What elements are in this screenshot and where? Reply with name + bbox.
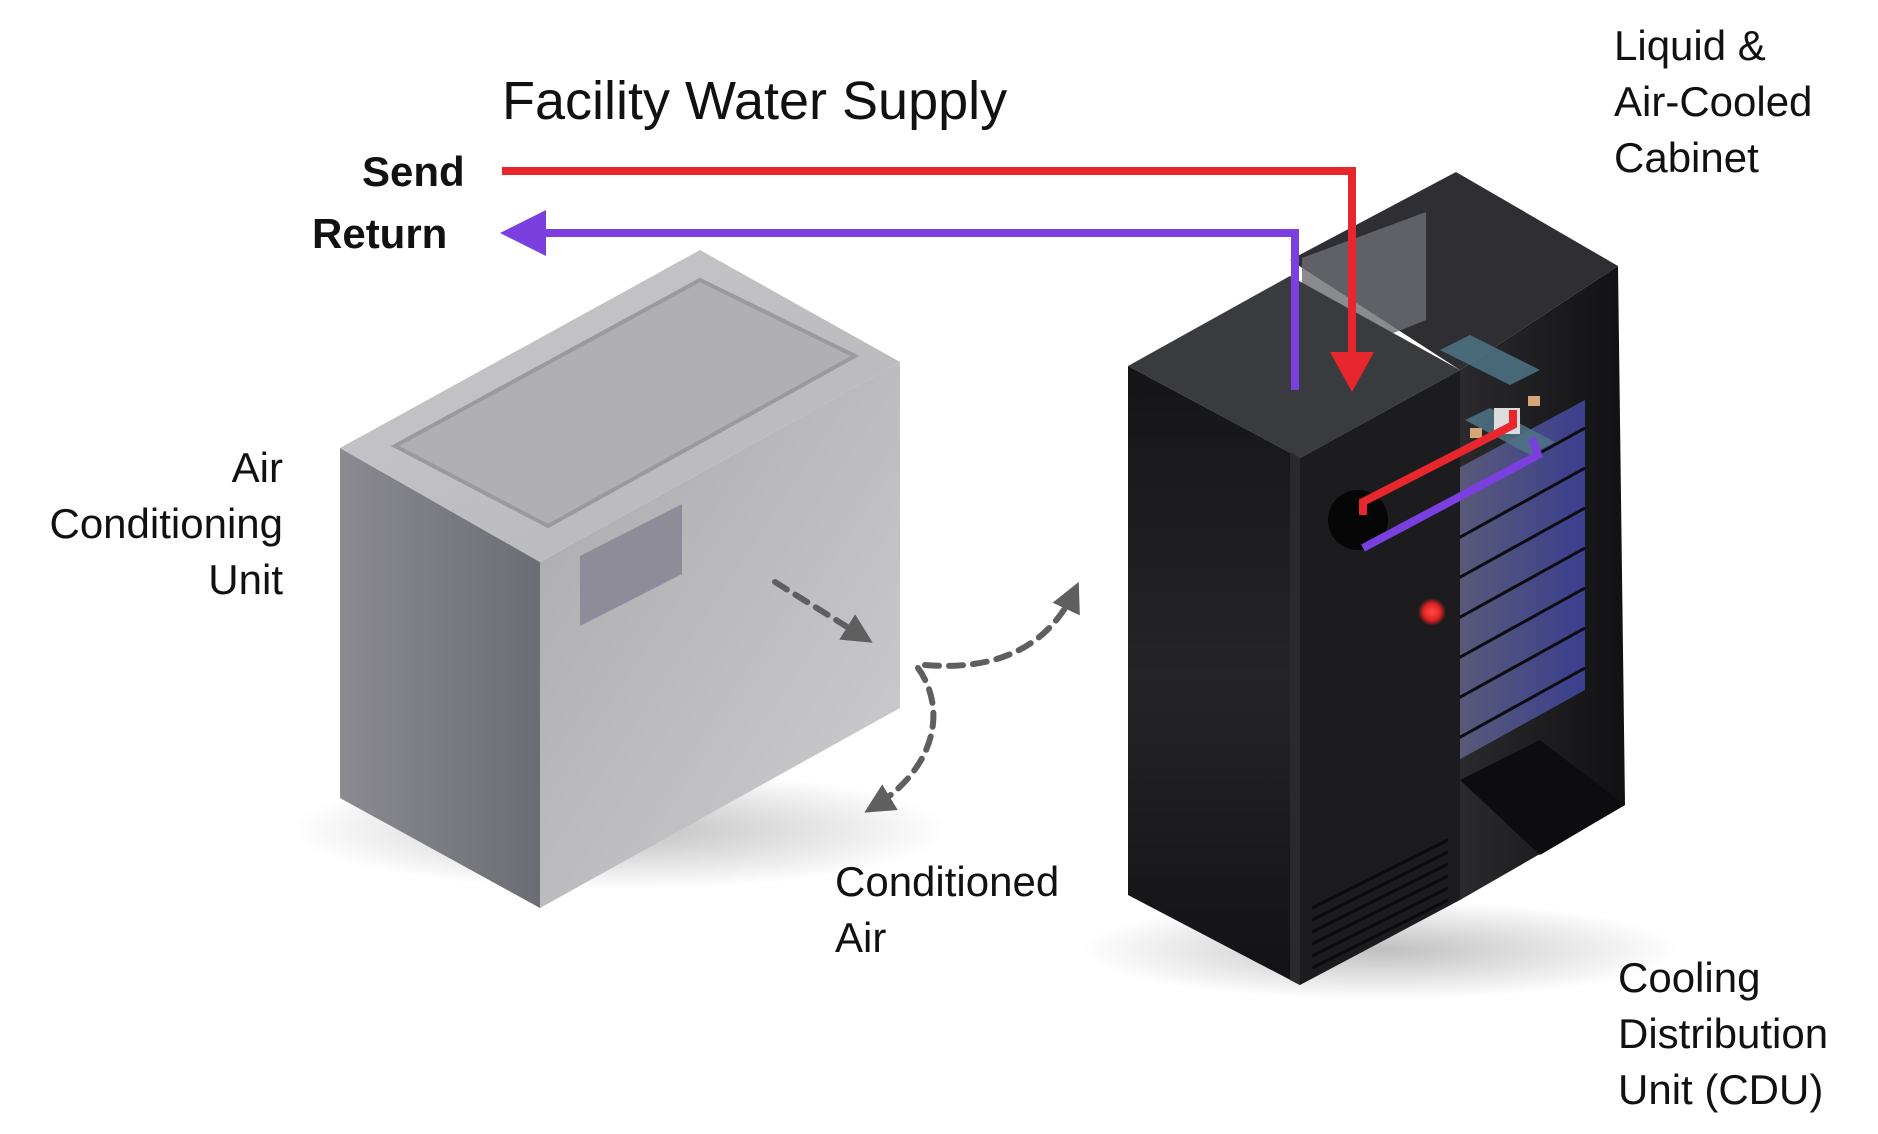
cabinet-top-face [1290, 172, 1618, 370]
conditioned-air-label: Conditioned Air [835, 854, 1059, 966]
cdu-label-line-3: Unit (CDU) [1618, 1066, 1824, 1113]
cdu-label: Cooling Distribution Unit (CDU) [1618, 950, 1828, 1118]
cdu-left-face [1128, 366, 1300, 985]
ac-unit-vent-panel [580, 504, 682, 626]
airflow-arrow-up [922, 581, 1080, 669]
air-conditioning-unit-label-line-1: Air [231, 444, 283, 491]
cdu-vent-grille [1311, 838, 1449, 970]
cabinet-label: Liquid & Air-Cooled Cabinet [1614, 18, 1812, 186]
airflow-arrow-out [772, 579, 873, 643]
return-label: Return [312, 210, 448, 257]
cabinet-label-line-3: Cabinet [1614, 134, 1759, 181]
ac-unit-left-face [340, 448, 540, 908]
send-arrowhead [1330, 352, 1374, 392]
conditioned-air-label-line-2: Air [835, 914, 887, 961]
conditioned-air-arrows [772, 579, 1080, 813]
cdu-label-line-1: Cooling [1618, 954, 1761, 1001]
air-conditioning-unit-label: Air Conditioning Unit [0, 440, 283, 608]
ac-unit-top-panel [390, 277, 860, 529]
airflow-arrow-down [864, 665, 937, 813]
air-conditioning-unit-label-line-2: Conditioning [49, 500, 283, 547]
send-label: Send [362, 148, 465, 195]
cabinet-label-line-2: Air-Cooled [1614, 78, 1813, 125]
air-conditioning-unit-label-line-3: Unit [208, 556, 283, 603]
cdu-port [1328, 490, 1388, 550]
cabinet-floor [1460, 740, 1625, 855]
return-inner-line [1361, 436, 1543, 552]
air-conditioning-unit-icon [290, 250, 950, 908]
return-line [500, 210, 1543, 552]
cabinet-label-line-1: Liquid & [1614, 22, 1766, 69]
cdu-label-line-2: Distribution [1618, 1010, 1829, 1057]
send-inner-line [1359, 410, 1517, 515]
conditioned-air-label-line-1: Conditioned [835, 858, 1060, 905]
cdu-door-edge [1290, 452, 1300, 985]
send-line [502, 167, 1517, 515]
ac-unit-front-face [540, 362, 900, 908]
status-led [1418, 598, 1446, 626]
facility-water-supply-title: Facility Water Supply [502, 71, 1008, 131]
cooling-distribution-unit-icon [1128, 276, 1460, 985]
return-arrowhead [500, 210, 546, 256]
